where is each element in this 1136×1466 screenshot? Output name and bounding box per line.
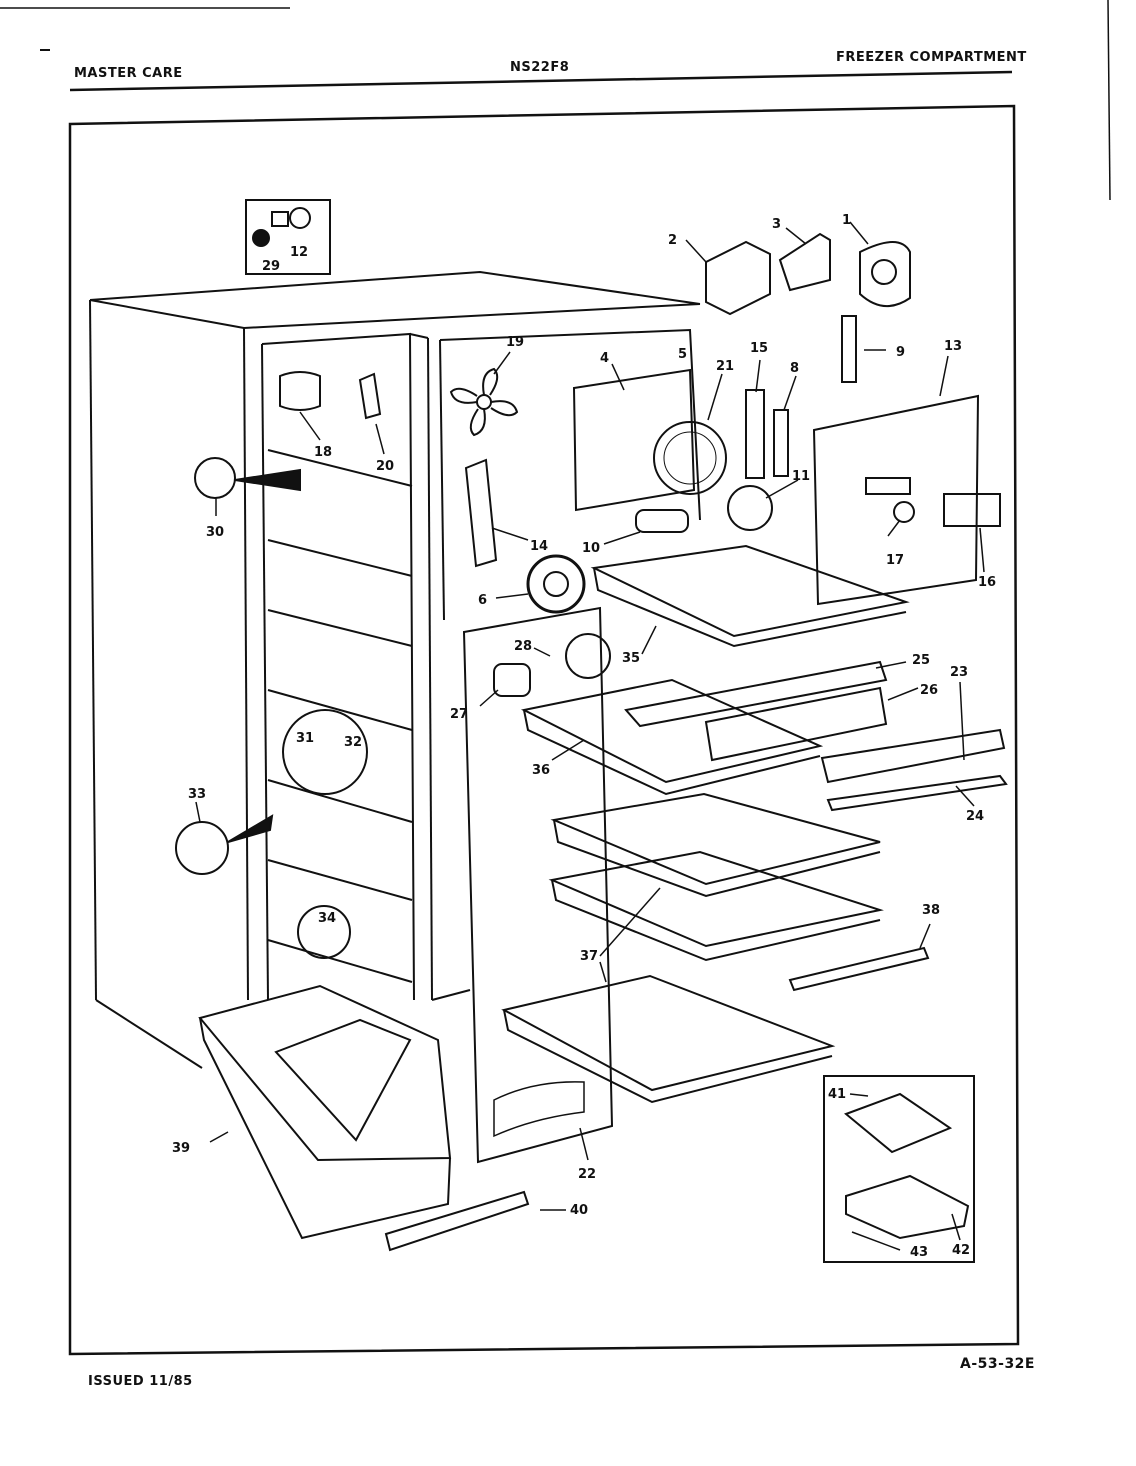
knob-icon [252,229,270,247]
callout-9: 9 [896,345,905,360]
callout-29: 29 [262,259,280,274]
callout-38: 38 [922,903,940,918]
shelf-37c [501,974,836,1104]
thermostat-icon [289,207,311,229]
callout-22: 22 [578,1167,596,1182]
callout-40: 40 [570,1203,588,1218]
callout-13: 13 [944,339,962,354]
callout-10: 10 [582,541,600,556]
callout-labels: 1 2 3 4 5 6 8 9 10 11 12 13 14 15 16 17 … [172,213,996,1260]
shelf-front-25 [624,660,888,728]
ice-tray-icon [844,1092,953,1154]
detail-33 [175,821,229,875]
callout-37: 37 [580,949,598,964]
callout-21: 21 [716,359,734,374]
callout-28: 28 [514,639,532,654]
gasket-strip [773,409,789,477]
diagram-frame [68,104,1020,1356]
inset-box-controls [245,199,331,275]
model-number: NS22F8 [510,60,570,75]
callout-41: 41 [828,1087,846,1102]
shelf-37b [548,850,884,962]
callout-16: 16 [978,575,996,590]
callout-11: 11 [792,469,810,484]
callout-24: 24 [966,809,984,824]
bin-rail-40 [384,1190,530,1252]
issued-date: ISSUED 11/85 [88,1374,193,1389]
callout-33: 33 [188,787,206,802]
brand-label: MASTER CARE [74,66,183,81]
callout-15: 15 [750,341,768,356]
light-bulb-icon [727,485,773,531]
fan-shroud [653,421,727,495]
back-panel [439,328,701,621]
callout-2: 2 [668,233,677,248]
ice-bucket-icon [845,1174,970,1240]
liner-panel [462,606,614,1164]
detail-34 [297,905,351,959]
bulb-28-icon [565,633,611,679]
callout-17: 17 [886,553,904,568]
seal-strip [841,315,857,383]
callout-3: 3 [772,217,781,232]
switch-icon [279,371,321,411]
shelf-36 [520,678,824,796]
callout-18: 18 [314,445,332,460]
callout-20: 20 [376,459,394,474]
callout-14: 14 [530,539,548,554]
callout-26: 26 [920,683,938,698]
control-cover [812,394,980,606]
callout-5: 5 [678,347,687,362]
callout-1: 1 [842,213,851,228]
track-24 [826,774,1008,812]
callout-34: 34 [318,911,336,926]
callout-39: 39 [172,1141,190,1156]
socket-icon [635,509,689,533]
ice-bin [198,984,452,1240]
shelf-rail-26 [704,686,888,762]
evaporator-cover [572,368,696,512]
callout-42: 42 [952,1243,970,1258]
callout-6: 6 [478,593,487,608]
figure-code: A-53-32E [960,1356,1035,1372]
callout-4: 4 [600,351,609,366]
shelf-support [464,458,498,568]
callout-36: 36 [532,763,550,778]
callout-8: 8 [790,361,799,376]
callout-35: 35 [622,651,640,666]
freezer-cabinet [89,270,701,1069]
callout-27: 27 [450,707,468,722]
thermostat-bracket [705,240,771,316]
callout-23: 23 [950,665,968,680]
mounting-bracket [778,232,831,292]
callout-12: 12 [290,245,308,260]
control-dial [943,493,1001,527]
callout-31: 31 [296,731,314,746]
trim-strip-38 [788,946,930,992]
callout-19: 19 [506,335,524,350]
grommet-icon [526,554,586,614]
rail-23 [820,728,1006,784]
heater-strip [745,389,765,479]
detail-30 [194,457,236,499]
damper-housing [859,241,911,307]
shelf-35 [590,544,910,648]
detail-31-32 [282,709,368,795]
callout-25: 25 [912,653,930,668]
inset-box-ice-tray [823,1075,975,1263]
light-socket-icon [493,663,531,697]
shelf-37a [550,792,881,898]
callout-30: 30 [206,525,224,540]
callout-43: 43 [910,1245,928,1260]
callout-32: 32 [344,735,362,750]
fan-blade-icon [449,367,519,437]
section-title: FREEZER COMPARTMENT [836,50,1027,65]
hinge-icon [358,372,382,420]
